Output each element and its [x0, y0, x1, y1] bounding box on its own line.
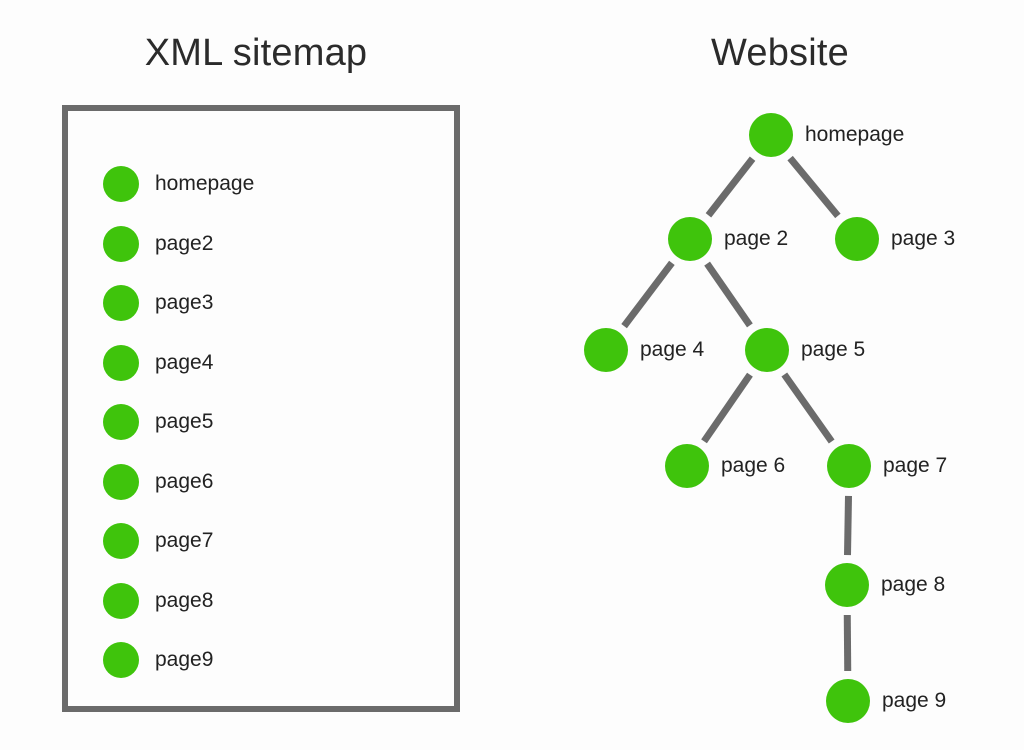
tree-node-page4[interactable]: page 4 [584, 328, 704, 372]
sitemap-item-label: page5 [155, 410, 214, 433]
tree-node-label: page 7 [883, 454, 948, 477]
page-node-icon [103, 463, 139, 500]
sitemap-list-item[interactable]: page4 [103, 344, 214, 381]
tree-edge-homepage-page3 [787, 155, 841, 219]
website-panel-title: Website [711, 32, 849, 74]
sitemap-item-label: page4 [155, 350, 214, 374]
sitemap-list-item[interactable]: page7 [103, 523, 213, 559]
page-node-icon [668, 217, 712, 261]
sitemap-panel-title: XML sitemap [144, 32, 368, 74]
sitemap-list-item[interactable]: page8 [103, 582, 214, 619]
tree-node-label: page 4 [640, 338, 705, 361]
tree-node-page5[interactable]: page 5 [745, 328, 865, 372]
page-node-icon [103, 404, 139, 440]
page-node-icon [103, 285, 139, 321]
tree-edge-page7-page8 [844, 495, 852, 556]
tree-node-label: page 6 [721, 454, 786, 477]
tree-node-page9[interactable]: page 9 [826, 679, 946, 723]
sitemap-item-label: page2 [155, 231, 214, 255]
page-node-icon [825, 563, 869, 607]
page-node-icon [745, 328, 789, 372]
sitemap-list: homepage page2 page3 page4 page5 page6 page7 pa… [68, 111, 454, 706]
sitemap-item-label: homepage [155, 172, 255, 195]
sitemap-list-item[interactable]: page9 [103, 642, 213, 678]
tree-node-page7[interactable]: page 7 [827, 444, 947, 488]
tree-edge-page5-page7 [781, 372, 835, 444]
tree-node-label: page 8 [881, 573, 946, 596]
tree-node-page8[interactable]: page 8 [825, 563, 945, 607]
sitemap-item-label: page6 [155, 469, 214, 493]
page-node-icon [103, 225, 139, 262]
tree-node-label: page 3 [891, 227, 956, 250]
page-node-icon [103, 166, 139, 202]
page-node-icon [835, 217, 879, 261]
page-node-icon [103, 642, 139, 678]
page-node-icon [103, 523, 139, 559]
tree-node-label: page 9 [882, 689, 947, 712]
sitemap-box: homepage page2 page3 page4 page5 page6 page7 pa… [62, 105, 460, 712]
sitemap-list-item[interactable]: page6 [103, 463, 214, 500]
page-node-icon [103, 582, 139, 619]
tree-edge-page2-page4 [621, 260, 675, 329]
page-node-icon [584, 328, 628, 372]
tree-node-page3[interactable]: page 3 [835, 217, 955, 261]
tree-node-label: page 2 [724, 227, 789, 250]
sitemap-item-label: page3 [155, 291, 214, 314]
tree-node-page6[interactable]: page 6 [665, 444, 785, 488]
page-node-icon [749, 113, 793, 157]
page-node-icon [665, 444, 709, 488]
tree-node-label: homepage [805, 123, 905, 146]
tree-node-page2[interactable]: page 2 [668, 217, 788, 261]
tree-node-homepage[interactable]: homepage [749, 113, 904, 157]
sitemap-item-label: page9 [155, 648, 214, 671]
page-node-icon [103, 344, 139, 381]
sitemap-item-label: page8 [155, 588, 214, 612]
tree-edge-homepage-page2 [705, 156, 756, 218]
page-node-icon [826, 679, 870, 723]
sitemap-list-item[interactable]: page5 [103, 404, 213, 440]
sitemap-list-item[interactable]: page3 [103, 285, 213, 321]
sitemap-list-item[interactable]: homepage [103, 166, 254, 202]
page-node-icon [827, 444, 871, 488]
sitemap-list-item[interactable]: page2 [103, 225, 214, 262]
tree-node-label: page 5 [801, 338, 866, 361]
tree-edge-page2-page5 [704, 261, 753, 328]
tree-edge-page5-page6 [701, 372, 753, 444]
sitemap-item-label: page7 [155, 529, 214, 552]
